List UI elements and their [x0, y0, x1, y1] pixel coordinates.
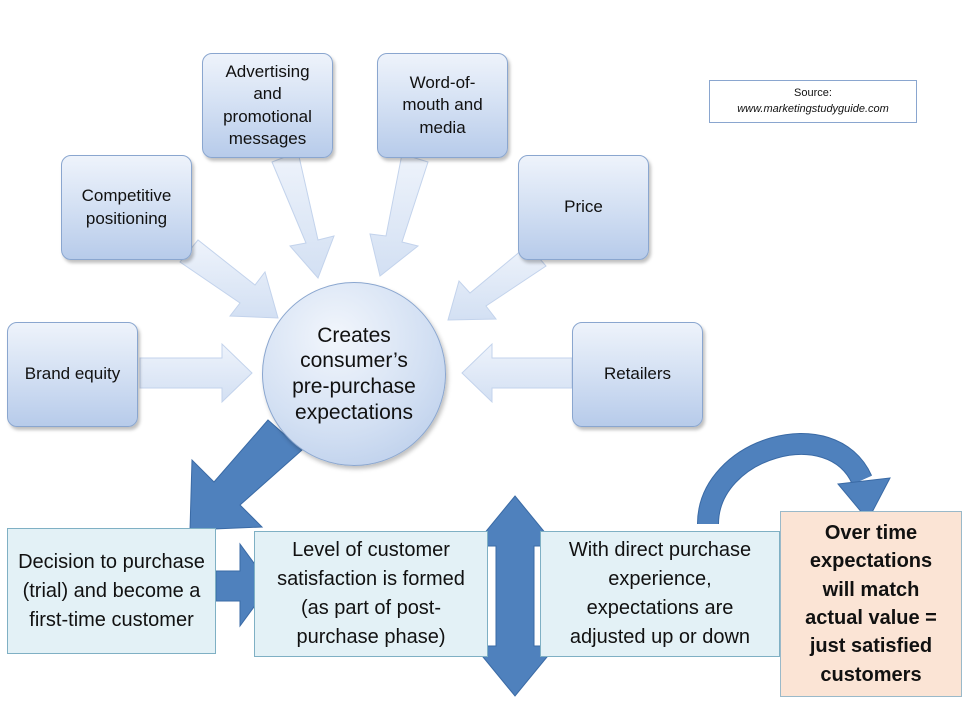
arrow-brand-equity — [139, 342, 253, 404]
step-satisfaction-label: Level of customer satisfaction is formed… — [277, 539, 465, 648]
step-adjusted-label: With direct purchase experience, expecta… — [568, 539, 752, 648]
factor-retailers: Retailers — [572, 322, 703, 427]
factor-word-of-mouth-label: Word-of-mouth and media — [402, 73, 483, 137]
arrow-to-decision — [189, 419, 303, 531]
final-outcome-label: Over time expectations will match actual… — [805, 521, 937, 686]
step-adjusted: With direct purchase experience, expecta… — [540, 531, 780, 657]
factor-brand-equity: Brand equity — [7, 322, 138, 427]
factor-advertising-label: Advertising and promotional messages — [223, 62, 312, 148]
arrow-competitive — [179, 239, 279, 319]
center-circle: Creates consumer’s pre-purchase expectat… — [262, 282, 446, 466]
factor-word-of-mouth: Word-of-mouth and media — [377, 53, 508, 158]
final-outcome: Over time expectations will match actual… — [780, 511, 962, 697]
factor-competitive-positioning-label: Competitive positioning — [81, 186, 172, 228]
step-decision-label: Decision to purchase (trial) and become … — [18, 550, 205, 631]
factor-price-label: Price — [564, 197, 603, 217]
center-label: Creates consumer’s pre-purchase expectat… — [292, 323, 416, 424]
source-label: Source: — [794, 86, 832, 99]
source-url: www.marketingstudyguide.com — [737, 102, 889, 115]
curved-arrow-head — [837, 477, 891, 521]
factor-price: Price — [518, 155, 649, 260]
factor-brand-equity-label: Brand equity — [24, 364, 121, 384]
factor-advertising: Advertising and promotional messages — [202, 53, 333, 158]
factor-competitive-positioning: Competitive positioning — [61, 155, 192, 260]
arrow-word-of-mouth — [369, 153, 429, 277]
arrow-price — [447, 244, 547, 321]
arrow-advertising — [271, 151, 335, 279]
source-box: Source: www.marketingstudyguide.com — [709, 80, 917, 123]
factor-retailers-label: Retailers — [603, 364, 672, 384]
step-satisfaction: Level of customer satisfaction is formed… — [254, 531, 488, 657]
arrow-retailers — [461, 342, 573, 404]
step-decision: Decision to purchase (trial) and become … — [7, 528, 216, 654]
